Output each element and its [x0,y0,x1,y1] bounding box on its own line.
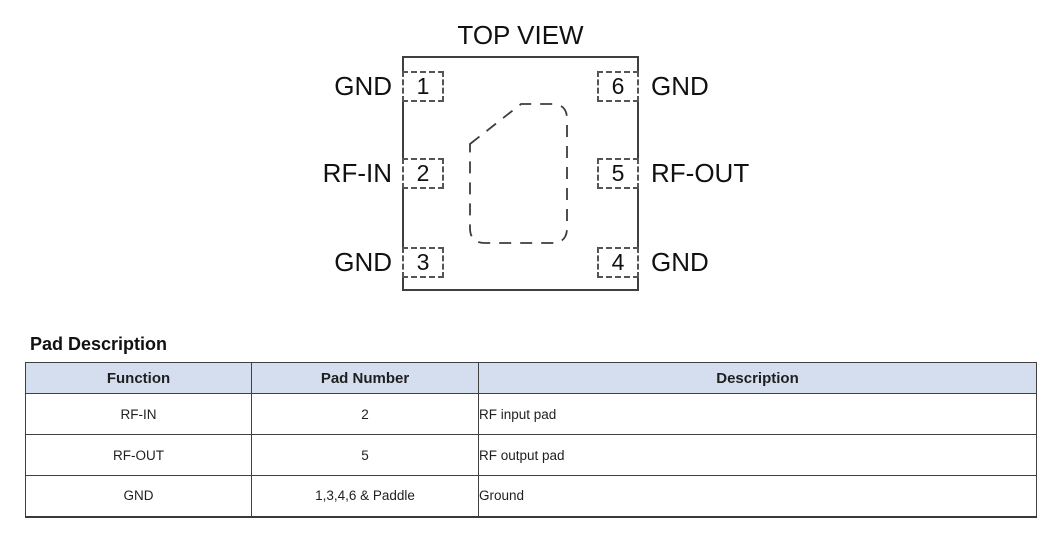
pad-box-4: 4 [597,247,639,278]
cell-function: GND [25,475,252,517]
pin-label-gnd-3: GND [334,247,392,277]
pin-label-rf-in: RF-IN [322,158,392,188]
diagram-title: TOP VIEW [457,20,584,50]
exposed-paddle-outline [469,103,568,244]
pin-label-rf-out: RF-OUT [651,158,750,188]
pad-box-5: 5 [597,158,639,189]
table-row: GND 1,3,4,6 & Paddle Ground [25,475,1037,517]
pad-description-heading: Pad Description [30,334,168,354]
pad-box-1: 1 [402,71,444,102]
cell-pad-number: 5 [251,434,479,476]
cell-function: RF-OUT [25,434,252,476]
pad-box-6: 6 [597,71,639,102]
column-header-description: Description [478,362,1037,394]
pin-label-gnd-4: GND [651,247,709,277]
cell-pad-number: 2 [251,393,479,435]
cell-pad-number: 1,3,4,6 & Paddle [251,475,479,517]
pin-label-gnd-6: GND [651,71,709,101]
pad-box-2: 2 [402,158,444,189]
cell-description: Ground [478,475,1037,517]
table-row: RF-OUT 5 RF output pad [25,434,1037,476]
table-row: RF-IN 2 RF input pad [25,393,1037,435]
pad-description-table: Function Pad Number Description RF-IN 2 … [25,362,1037,518]
cell-description: RF input pad [478,393,1037,435]
table-header-row: Function Pad Number Description [25,362,1037,394]
pad-box-3: 3 [402,247,444,278]
cell-function: RF-IN [25,393,252,435]
column-header-function: Function [25,362,252,394]
column-header-pad-number: Pad Number [251,362,479,394]
pin-label-gnd-1: GND [334,71,392,101]
cell-description: RF output pad [478,434,1037,476]
